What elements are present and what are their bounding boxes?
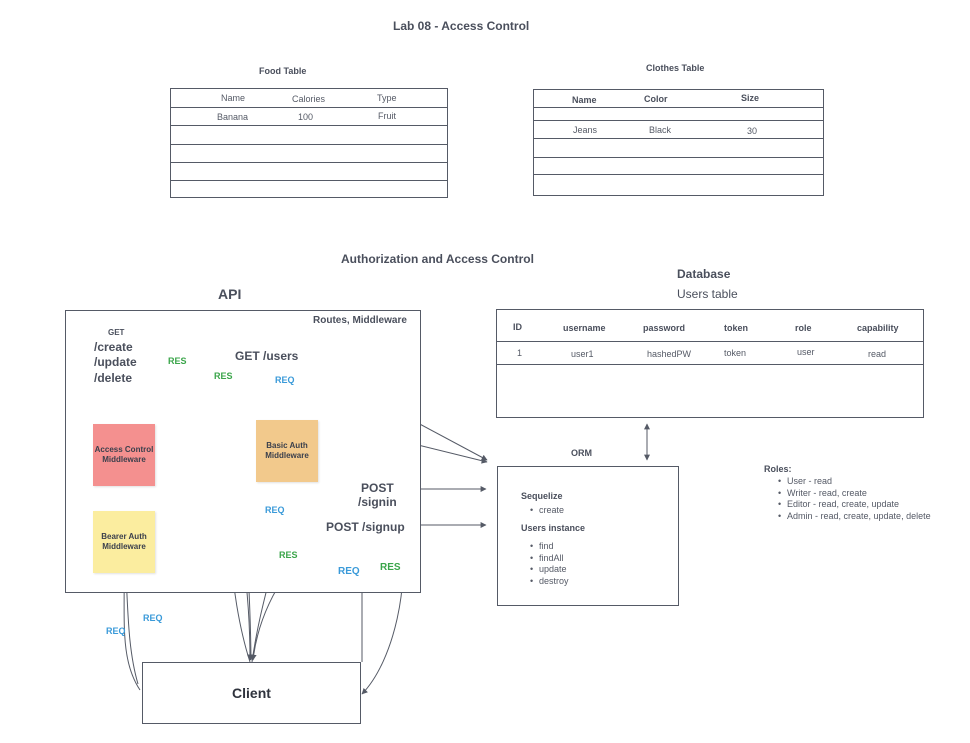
orm-title: ORM — [571, 448, 592, 458]
sequelize-item: create — [530, 505, 564, 517]
api-box-label: Routes, Middleware — [313, 315, 407, 326]
route-get-users: GET /users — [235, 349, 299, 363]
users-cell-id: 1 — [517, 348, 523, 358]
role-item: Admin - read, create, update, delete — [778, 511, 931, 523]
client-label: Client — [232, 685, 271, 701]
route-get-label: GET — [108, 328, 125, 337]
instance-item: findAll — [530, 553, 569, 565]
users-instance-list: find findAll update destroy — [530, 541, 569, 587]
role-item: Writer - read, create — [778, 488, 931, 500]
api-title: API — [218, 286, 242, 302]
clothes-header-color: Color — [644, 94, 668, 104]
instance-item: update — [530, 564, 569, 576]
bearer-auth-middleware: Bearer Auth Middleware — [93, 511, 155, 573]
res-label: RES — [279, 550, 298, 560]
client-box: Client — [142, 662, 361, 724]
auth-title: Authorization and Access Control — [341, 252, 534, 266]
clothes-header-name: Name — [572, 95, 597, 105]
food-table-title: Food Table — [259, 66, 307, 76]
res-label: RES — [380, 562, 401, 573]
route-delete: /delete — [94, 371, 133, 385]
req-label: REQ — [265, 505, 285, 515]
role-item: User - read — [778, 476, 931, 488]
instance-item: destroy — [530, 576, 569, 588]
route-signin: /signin — [358, 495, 397, 509]
users-cell-password: hashedPW — [647, 349, 692, 359]
req-label: REQ — [106, 626, 126, 636]
sequelize-list: create — [530, 505, 564, 517]
users-instance-label: Users instance — [521, 523, 586, 533]
clothes-table: Name Color Size Jeans Black 30 — [533, 89, 824, 196]
database-title: Database — [677, 267, 731, 281]
clothes-header-size: Size — [741, 93, 760, 103]
users-header-id: ID — [513, 322, 522, 332]
food-cell-type: Fruit — [378, 111, 396, 121]
food-header-type: Type — [377, 93, 397, 103]
users-header-password: password — [643, 323, 686, 333]
basic-auth-middleware: Basic Auth Middleware — [256, 420, 318, 482]
food-header-calories: Calories — [292, 94, 326, 104]
food-table: Name Calories Type Banana 100 Fruit — [170, 88, 448, 198]
route-signup: POST /signup — [326, 520, 405, 534]
sequelize-label: Sequelize — [521, 491, 563, 501]
database-subtitle: Users table — [677, 287, 738, 301]
clothes-cell-color: Black — [649, 125, 672, 135]
users-cell-capability: read — [868, 349, 887, 359]
orm-box: Sequelize create Users instance find fin… — [497, 466, 679, 606]
roles-list: User - read Writer - read, create Editor… — [778, 476, 931, 522]
users-header-role: role — [795, 323, 812, 333]
lab-title: Lab 08 - Access Control — [393, 19, 530, 33]
food-cell-name: Banana — [217, 112, 249, 122]
users-header-token: token — [724, 323, 749, 333]
res-label: RES — [214, 371, 233, 381]
users-table: ID username password token role capabili… — [496, 309, 924, 418]
access-control-middleware: Access Control Middleware — [93, 424, 155, 486]
users-cell-role: user — [797, 347, 815, 357]
users-header-username: username — [563, 323, 606, 333]
route-create: /create — [94, 340, 133, 354]
req-label: REQ — [338, 566, 360, 577]
route-post-label: POST — [361, 481, 394, 495]
roles-title: Roles: — [764, 464, 792, 474]
route-update: /update — [94, 355, 137, 369]
clothes-cell-size: 30 — [747, 126, 758, 136]
food-cell-calories: 100 — [298, 112, 314, 122]
clothes-table-title: Clothes Table — [646, 63, 705, 73]
req-label: REQ — [143, 613, 163, 623]
res-label: RES — [168, 356, 187, 366]
users-cell-token: token — [724, 348, 747, 358]
users-cell-username: user1 — [571, 349, 594, 359]
instance-item: find — [530, 541, 569, 553]
food-header-name: Name — [221, 93, 246, 103]
users-header-capability: capability — [857, 323, 899, 333]
role-item: Editor - read, create, update — [778, 499, 931, 511]
clothes-cell-name: Jeans — [573, 125, 598, 135]
req-label: REQ — [275, 375, 295, 385]
